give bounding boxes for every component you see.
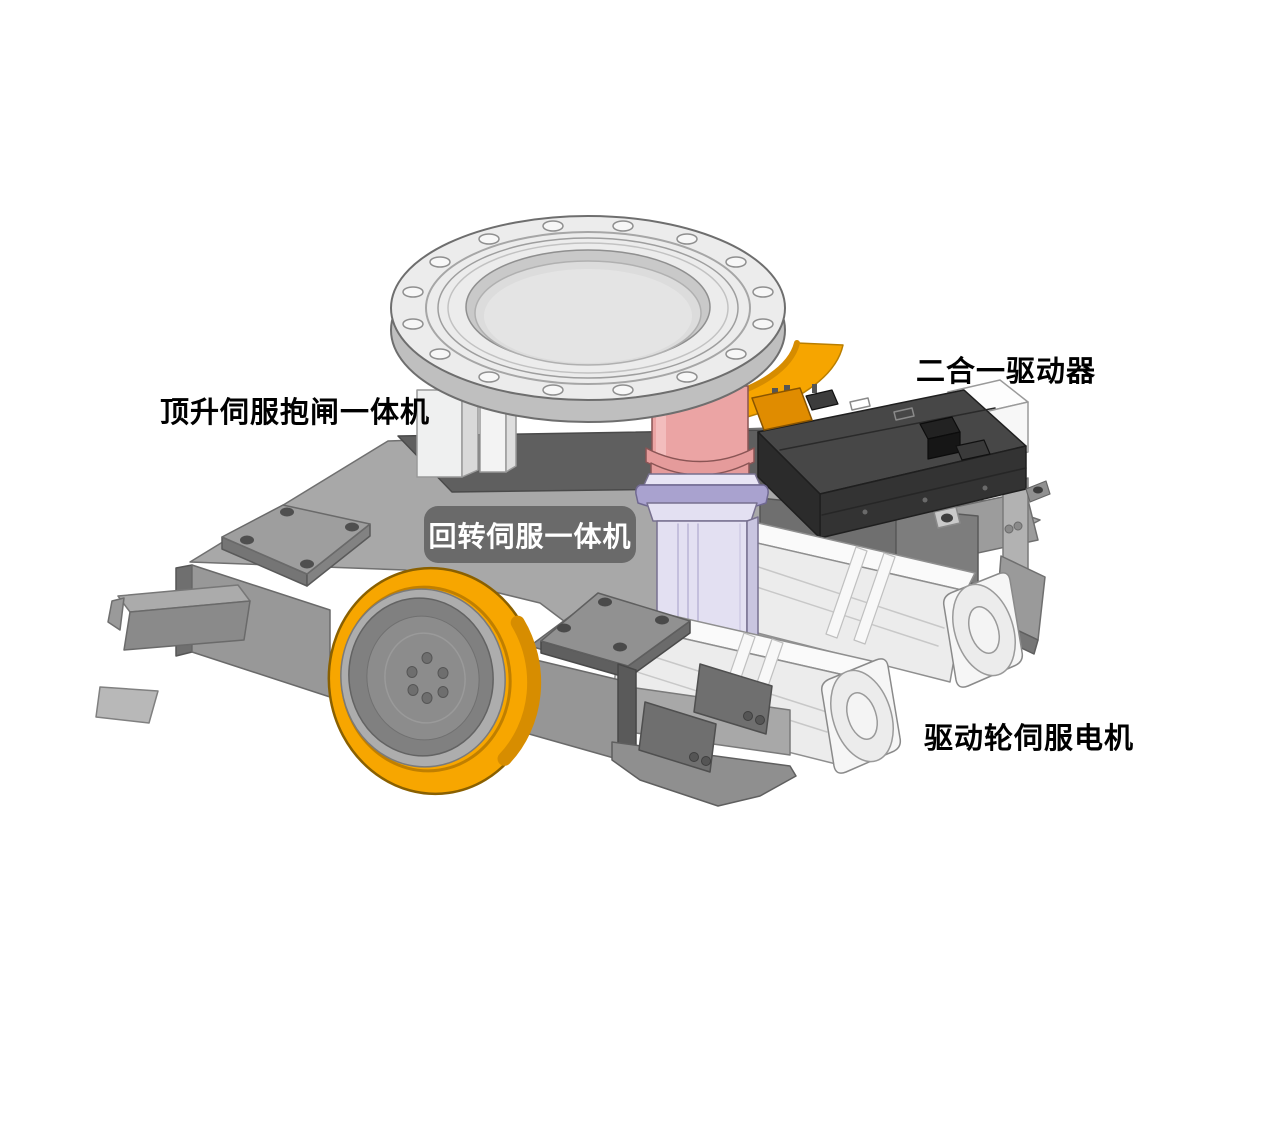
left-wedge <box>95 686 159 724</box>
left-mount-plate <box>221 504 371 587</box>
drive-wheel <box>327 566 542 796</box>
label-rotary-servo-badge: 回转伺服一体机 <box>424 506 636 563</box>
label-lift-servo: 顶升伺服抱闸一体机 <box>160 397 431 429</box>
wheel-bracket <box>496 592 797 807</box>
flange-bolt-holes <box>402 220 774 396</box>
driver-cable <box>751 387 813 431</box>
driver-unit <box>751 379 1051 539</box>
flange-ring <box>390 215 786 423</box>
servo-motor-rear <box>725 518 1024 688</box>
wheel-hub-holes <box>406 652 449 704</box>
label-wheel-motor: 驱动轮伺服电机 <box>924 723 1135 755</box>
label-driver: 二合一驱动器 <box>916 356 1097 388</box>
